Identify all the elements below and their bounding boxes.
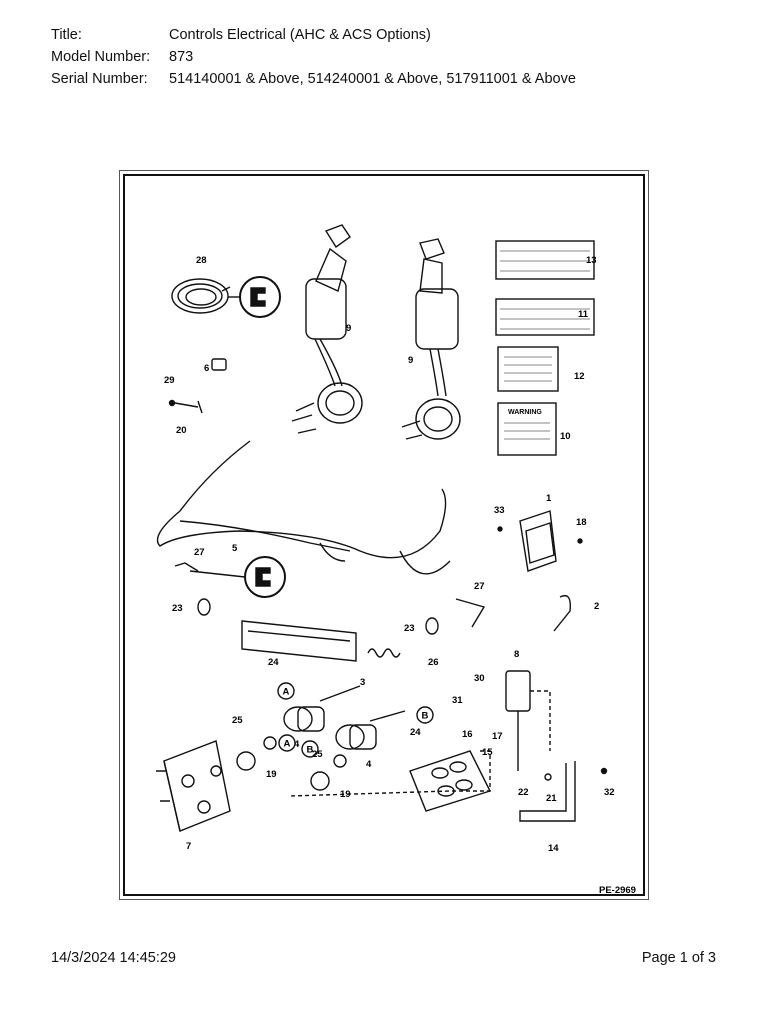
parts-diagram-border xyxy=(123,174,645,896)
callout-8: 8 xyxy=(514,649,519,660)
callout-32: 32 xyxy=(604,787,615,798)
callout-3: 3 xyxy=(360,677,365,688)
mounting-plate-part xyxy=(241,620,357,662)
callout-4: 4 xyxy=(366,759,372,770)
decal-warning-text: WARNING xyxy=(508,409,542,416)
pedal-part xyxy=(409,750,491,812)
o-ring-part xyxy=(263,736,277,750)
title-value: Controls Electrical (AHC & ACS Options) xyxy=(169,27,431,43)
callout-10: 10 xyxy=(560,431,571,442)
washer-part xyxy=(197,598,211,616)
callout-6: 6 xyxy=(204,363,209,374)
connector-letter-layer: A B A B xyxy=(277,682,434,758)
joystick-right-part xyxy=(401,238,461,440)
callout-9: 9 xyxy=(408,355,413,366)
callout-26: 26 xyxy=(428,657,439,668)
callout-14: 14 xyxy=(548,843,559,854)
model-row: Model Number: 873 xyxy=(51,47,193,67)
decal-11 xyxy=(495,240,595,280)
decal-13 xyxy=(495,298,595,336)
callout-24: 24 xyxy=(410,727,421,738)
drawing-code: PE-2969 xyxy=(599,885,636,896)
callout-21: 21 xyxy=(546,793,557,804)
callout-20: 20 xyxy=(176,425,187,436)
coiled-cable-part xyxy=(171,278,231,314)
callout-29: 29 xyxy=(164,375,175,386)
cap-part xyxy=(236,751,256,771)
callout-2: 2 xyxy=(594,601,599,612)
serial-label: Serial Number: xyxy=(51,71,148,87)
cap-part-2 xyxy=(310,771,330,791)
wire-harness-part xyxy=(156,440,451,575)
bracket-part-14 xyxy=(519,761,576,822)
connector-letter-A: A xyxy=(283,687,290,698)
callout-25: 25 xyxy=(232,715,243,726)
callout-15: 15 xyxy=(482,747,493,758)
serial-row: Serial Number: 514140001 & Above, 5142400… xyxy=(51,69,576,89)
model-label: Model Number: xyxy=(51,49,151,65)
callout-1: 1 xyxy=(546,493,552,504)
spring-part xyxy=(367,648,401,658)
sensor-part xyxy=(505,670,531,712)
callout-11: 11 xyxy=(578,309,589,320)
connector-letter-B: B xyxy=(307,745,314,756)
callout-24: 24 xyxy=(268,657,279,668)
parts-diagram-frame: WARNING xyxy=(119,170,649,900)
solenoid-part xyxy=(283,685,406,750)
callout-28: 28 xyxy=(196,255,207,266)
connector-letter-circle xyxy=(278,734,296,752)
bracket-part-2 xyxy=(553,594,571,632)
callout-22: 22 xyxy=(518,787,529,798)
callout-16: 16 xyxy=(462,729,473,740)
title-row: Title: Controls Electrical (AHC & ACS Opt… xyxy=(51,25,431,45)
callout-27: 27 xyxy=(474,581,485,592)
callout-12: 12 xyxy=(574,371,585,382)
connector-letter-A: A xyxy=(284,739,291,750)
connector-symbol-icon-2 xyxy=(189,556,286,598)
screw-part xyxy=(168,399,203,414)
callout-31: 31 xyxy=(452,695,463,706)
callout-25: 25 xyxy=(312,749,323,760)
callout-13: 13 xyxy=(586,255,597,266)
callout-17: 17 xyxy=(492,731,503,742)
callout-9: 9 xyxy=(346,323,351,334)
o-ring-part-2 xyxy=(333,754,347,768)
decal-10 xyxy=(497,402,557,456)
bracket-plate-part xyxy=(519,510,557,572)
valve-body-part xyxy=(156,740,231,832)
joystick-left-part xyxy=(291,224,363,434)
callout-5: 5 xyxy=(232,543,238,554)
callout-4: 4 xyxy=(294,739,300,750)
callout-23: 23 xyxy=(172,603,183,614)
callout-30: 30 xyxy=(474,673,485,684)
connector-symbol-icon xyxy=(228,276,281,318)
rod-part xyxy=(174,562,199,572)
title-label: Title: xyxy=(51,27,82,43)
callout-19: 19 xyxy=(266,769,277,780)
model-value: 873 xyxy=(169,49,194,65)
connector-letter-B: B xyxy=(422,711,429,722)
footer-timestamp: 14/3/2024 14:45:29 xyxy=(51,950,176,966)
callout-18: 18 xyxy=(576,517,587,528)
footer-page-number: Page 1 of 3 xyxy=(641,950,716,966)
allen-key-part xyxy=(455,598,486,628)
callout-23: 23 xyxy=(404,623,415,634)
washer-part-2 xyxy=(425,617,439,635)
callout-7: 7 xyxy=(186,841,191,852)
callout-27: 27 xyxy=(194,547,205,558)
parts-diagram: WARNING xyxy=(156,224,636,896)
connector-letter-circle xyxy=(277,682,295,700)
callout-33: 33 xyxy=(494,505,505,516)
switch-part xyxy=(211,358,227,371)
callout-19: 19 xyxy=(340,789,351,800)
connector-letter-circle xyxy=(416,706,434,724)
decal-12 xyxy=(497,346,559,392)
nut-part xyxy=(544,773,552,781)
serial-value: 514140001 & Above, 514240001 & Above, 51… xyxy=(169,71,576,87)
connector-letter-circle xyxy=(301,740,319,758)
